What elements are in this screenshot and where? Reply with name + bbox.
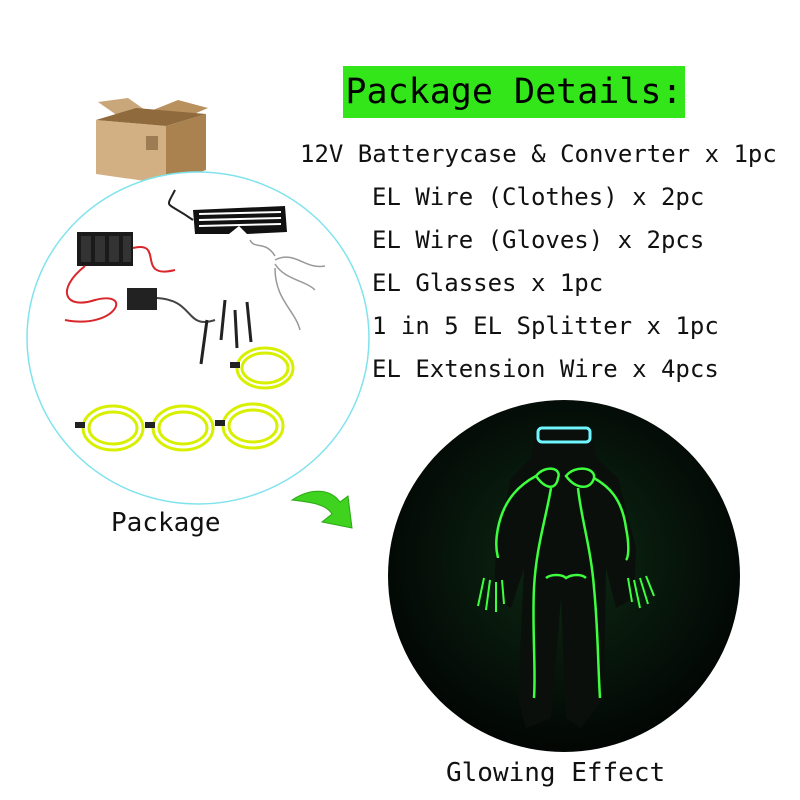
detail-item-glasses: EL Glasses x 1pc	[372, 269, 604, 297]
detail-item-splitter: 1 in 5 EL Splitter x 1pc	[372, 312, 719, 340]
cardboard-box-icon	[96, 98, 208, 184]
detail-item-gloves-wire: EL Wire (Gloves) x 2pcs	[372, 226, 705, 254]
el-wire-glow	[494, 467, 630, 699]
glove-glow	[477, 575, 655, 612]
glowing-effect-circle	[388, 400, 740, 752]
detail-item-extension: EL Extension Wire x 4pcs	[372, 355, 719, 383]
detail-item-battery: 12V Batterycase & Converter x 1pc	[300, 140, 777, 168]
curved-arrow-icon	[290, 490, 353, 529]
detail-item-clothes-wire: EL Wire (Clothes) x 2pc	[372, 183, 705, 211]
glowing-effect-caption: Glowing Effect	[446, 758, 666, 788]
package-details-title: Package Details:	[343, 66, 685, 118]
package-caption: Package	[111, 508, 221, 538]
el-glasses-icon	[193, 206, 287, 234]
package-contents-circle	[26, 171, 370, 505]
battery-case-icon	[77, 232, 133, 266]
